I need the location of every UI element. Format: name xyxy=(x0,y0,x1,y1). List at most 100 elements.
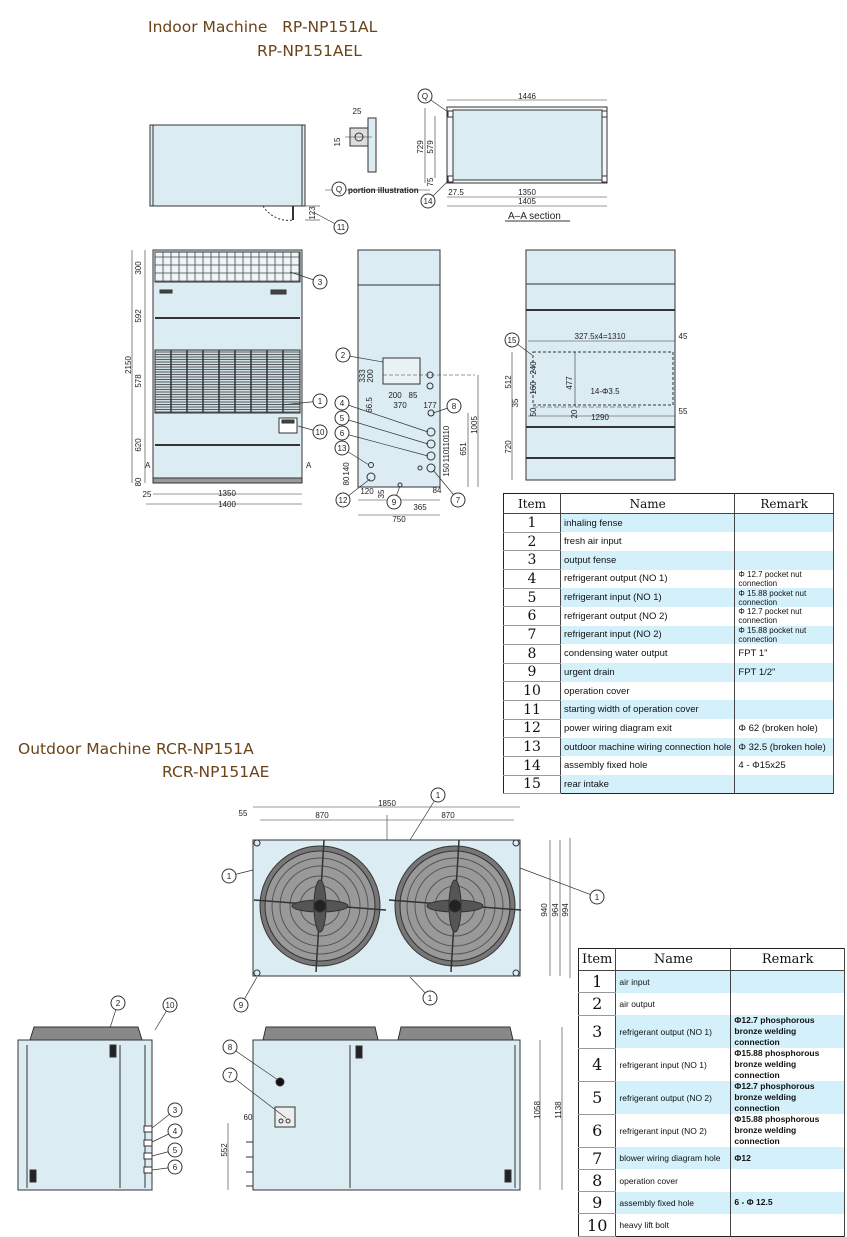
dimension-label: 729 xyxy=(416,140,425,154)
callout-marker: 10 xyxy=(154,997,178,1031)
callout-marker: 6 xyxy=(334,425,429,457)
cell-remark: Φ 15.88 pocket nut connection xyxy=(734,625,834,645)
callout-circle xyxy=(422,990,438,1006)
cell-item: 3 xyxy=(503,550,561,571)
dimension-label: 20 xyxy=(570,409,579,418)
callout-number: 9 xyxy=(392,498,397,507)
cell-remark xyxy=(730,1213,845,1237)
cell-remark xyxy=(730,1169,845,1192)
callout-number: 1 xyxy=(436,791,441,800)
dimension-label: 1005 xyxy=(470,416,479,434)
cell-remark: Φ 32.5 (broken hole) xyxy=(734,737,834,757)
dimension-label: 27.5 xyxy=(448,188,464,197)
callout-circle xyxy=(222,1067,238,1083)
dimension-label: 15 xyxy=(333,137,342,146)
dimension-label: 177 xyxy=(423,401,437,410)
cell-name: rear intake xyxy=(560,775,736,794)
callout-circle xyxy=(110,995,126,1011)
callout-marker: 8 xyxy=(432,398,462,414)
callout-circle xyxy=(420,193,436,209)
callout-number: 8 xyxy=(452,402,457,411)
dimension-label: 327.5x4=1310 xyxy=(575,332,626,341)
dimension-label: 140 xyxy=(342,462,351,476)
dimension-label: 60 xyxy=(244,1113,253,1122)
indoor-side-view xyxy=(357,249,479,516)
dimension-label: 110 xyxy=(442,449,451,462)
leader-line xyxy=(229,1046,279,1081)
cell-name: refrigerant output (NO 2) xyxy=(615,1081,732,1115)
cell-name: condensing water output xyxy=(560,644,736,663)
callout-number: 7 xyxy=(456,496,461,505)
fan-icon xyxy=(253,839,387,973)
indoor-rear-view xyxy=(511,249,676,481)
callout-marker: 1 xyxy=(409,976,438,1006)
cell-item: 2 xyxy=(503,532,561,552)
column-header-name: Name xyxy=(615,948,732,971)
cell-item: 14 xyxy=(503,756,561,776)
cell-item: 1 xyxy=(503,513,561,533)
callout-circle xyxy=(167,1142,183,1158)
callout-marker: 1 xyxy=(409,787,446,841)
cell-name: refrigerant input (NO 2) xyxy=(560,625,736,645)
cell-name: refrigerant output (NO 1) xyxy=(615,1015,732,1049)
callout-circle xyxy=(334,440,350,456)
callout-circle xyxy=(335,347,351,363)
callout-marker: 4 xyxy=(334,395,429,433)
cell-item: 6 xyxy=(578,1114,617,1148)
cell-name: power wiring diagram exit xyxy=(560,719,736,738)
callout-number: 7 xyxy=(228,1071,233,1080)
callout-marker: 4 xyxy=(151,1123,183,1143)
callout-marker: 5 xyxy=(151,1142,183,1158)
cell-name: starting width of operation cover xyxy=(560,700,736,720)
dimension-label: 85 xyxy=(409,391,418,400)
cell-remark xyxy=(734,775,834,794)
dimension-label: 1058 xyxy=(533,1101,542,1119)
cell-item: 12 xyxy=(503,719,561,739)
cell-item: 8 xyxy=(503,644,561,664)
cell-remark xyxy=(730,970,845,993)
cell-item: 5 xyxy=(578,1081,617,1115)
callout-number: 2 xyxy=(341,351,346,360)
callout-circle xyxy=(221,868,237,884)
callout-circle xyxy=(333,219,349,235)
callout-number: 12 xyxy=(339,496,348,505)
dimension-label: 80 xyxy=(342,476,351,485)
dimension-label: 578 xyxy=(134,374,143,388)
cell-name: refrigerant input (NO 1) xyxy=(615,1048,732,1082)
cell-remark: Φ15.88 phosphorous bronze welding connec… xyxy=(730,1114,845,1148)
dimension-label: 1850 xyxy=(378,799,396,808)
callout-marker: 3 xyxy=(151,1102,183,1129)
callout-marker: 2 xyxy=(335,347,384,363)
callout-number: 1 xyxy=(428,994,433,1003)
cell-remark xyxy=(734,550,834,570)
cell-item: 10 xyxy=(503,681,561,701)
dimension-label: 150 xyxy=(442,463,451,477)
dimension-label: 651 xyxy=(459,442,468,456)
fan-icon xyxy=(388,839,522,973)
cell-item: 15 xyxy=(503,775,561,795)
cell-item: 5 xyxy=(503,588,561,608)
outdoor-front-view xyxy=(227,1026,563,1191)
indoor-machine-title: Indoor Machine RP-NP151AL xyxy=(148,18,378,36)
callout-number: 6 xyxy=(340,429,345,438)
callout-circle xyxy=(312,393,328,409)
callout-number: Q xyxy=(422,92,428,101)
cell-remark xyxy=(734,700,834,720)
dimension-label: 1290 xyxy=(591,413,609,422)
cell-remark: Φ 12.7 pocket nut connection xyxy=(734,606,834,626)
cell-remark: Φ 12.7 pocket nut connection xyxy=(734,569,834,589)
cell-remark xyxy=(734,681,834,701)
callout-number: 5 xyxy=(340,414,345,423)
